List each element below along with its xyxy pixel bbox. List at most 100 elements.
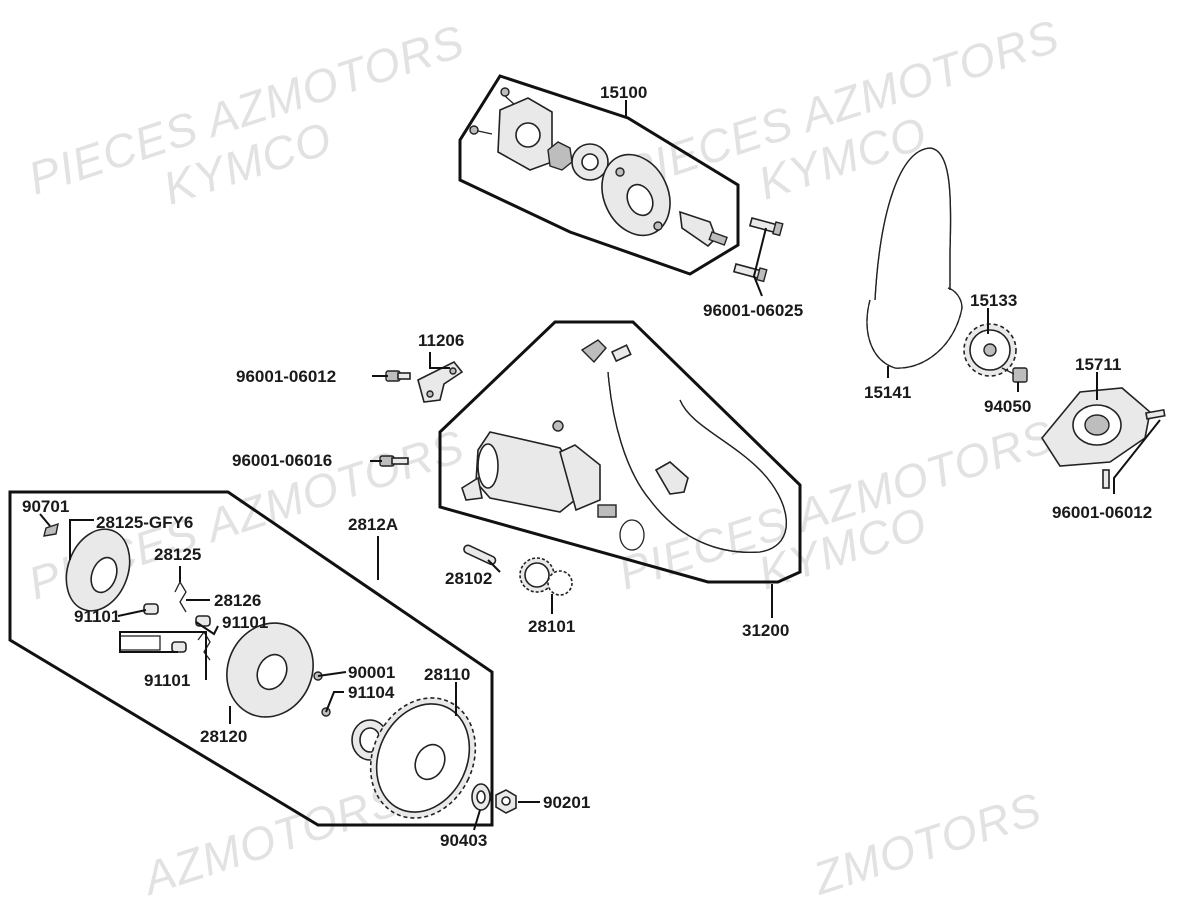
bolt-upper-head [772, 221, 784, 237]
washer-hole [476, 790, 486, 804]
leader-91101-b [195, 621, 219, 636]
label-11206: 11206 [418, 331, 464, 350]
cover-15711 [1041, 387, 1166, 489]
group-outline-31200 [438, 320, 802, 584]
label-91101-b: 91101 [222, 613, 268, 632]
bolts-96001-06025 [732, 217, 784, 283]
spring-set [119, 635, 161, 651]
starter-mount-ear [461, 476, 483, 501]
leader-28102 [487, 559, 501, 573]
label-15141: 15141 [864, 383, 911, 402]
label-28125-gfy6: 28125-GFY6 [96, 513, 193, 532]
starter-motor-31200 [461, 339, 787, 554]
starter-nose [559, 444, 601, 512]
one-way-clutch-bore [256, 653, 288, 691]
label-96001-06012-left: 96001-06012 [236, 367, 336, 386]
label-28101: 28101 [528, 617, 575, 636]
bolt-94050-shank [1001, 367, 1015, 375]
bolt-94050 [1001, 367, 1028, 383]
chain-lower-links [866, 287, 963, 369]
label-96001-06012-right: 96001-06012 [1052, 503, 1152, 522]
starter-clutch-2812a [43, 522, 477, 819]
roller-91101-c [171, 641, 187, 653]
leader-96001-06025 [752, 227, 767, 297]
cover-bolt-lower [1102, 469, 1110, 489]
watermark-azmotors-1: AZMOTORS [134, 772, 408, 900]
label-96001-06016: 96001-06016 [232, 451, 332, 470]
pump-body-bore [626, 183, 654, 217]
part-labels: 15100 96001-06025 15133 15711 15141 9405… [22, 83, 1152, 850]
label-91101-a: 91101 [74, 607, 120, 626]
cover-boss-center [1084, 414, 1110, 436]
bracket-hole [426, 390, 434, 398]
screw-96001-06012-left [385, 370, 411, 382]
cam-chain-15141 [866, 147, 963, 369]
chain-lower-run [866, 287, 963, 369]
cam-sprocket-15133 [963, 323, 1017, 377]
starter-driven-gear-bore [414, 743, 446, 781]
label-90001: 90001 [348, 663, 395, 682]
clutch-hub-boss [90, 556, 118, 594]
idle-shaft-28102 [463, 544, 497, 566]
terminal-lug [610, 344, 632, 363]
label-91101-c: 91101 [144, 671, 190, 690]
label-31200: 31200 [742, 621, 789, 640]
leader-96001-06012-right [1113, 419, 1161, 494]
label-28125: 28125 [154, 545, 201, 564]
label-28126: 28126 [214, 591, 261, 610]
terminal-boot [580, 339, 607, 364]
watermark-zmotors-1: ZMOTORS [806, 782, 1048, 900]
leader-90403 [473, 809, 481, 831]
pump-screw-shank-2 [477, 130, 493, 135]
pump-cover-boss [515, 122, 541, 148]
label-28120: 28120 [200, 727, 247, 746]
key-90701 [43, 522, 59, 537]
label-96001-06025: 96001-06025 [703, 301, 803, 320]
pump-screw-head-1 [500, 87, 510, 97]
screw-96001-06016 [379, 455, 409, 467]
idle-gear-large [524, 562, 550, 588]
bolt-94050-head [1012, 367, 1028, 383]
spring-28125 [174, 580, 187, 613]
cable-connector [654, 461, 689, 495]
bracket-hole-2 [449, 367, 457, 375]
label-15711: 15711 [1075, 355, 1121, 374]
label-94050: 94050 [984, 397, 1031, 416]
shaft-body [463, 544, 497, 566]
sprocket-hub [983, 343, 997, 357]
label-90201: 90201 [543, 793, 590, 812]
starter-shaft [597, 504, 617, 518]
label-28102: 28102 [445, 569, 492, 588]
screw-shank [391, 457, 409, 465]
washer-90403 [471, 783, 491, 811]
roller-91101-a [143, 603, 159, 615]
leader-11206 [429, 352, 450, 369]
label-2812a: 2812A [348, 515, 398, 534]
label-90701: 90701 [22, 497, 69, 516]
label-90403: 90403 [440, 831, 487, 850]
nut-hole [501, 796, 511, 806]
leader-90001 [317, 671, 347, 677]
pump-outer-rotor-hole [581, 153, 599, 171]
starter-cable-inner [607, 371, 787, 554]
pump-shaft [679, 210, 717, 248]
leader-90701 [39, 513, 51, 527]
pump-shaft-end [708, 231, 728, 246]
oil-pump-assembly-15100 [469, 87, 728, 248]
starter-bolt [552, 420, 564, 432]
pump-screw-head-2 [469, 125, 479, 135]
pump-body-hole-2 [653, 221, 663, 231]
label-15133: 15133 [970, 291, 1017, 310]
starter-o-ring [619, 519, 645, 551]
starter-endcap [477, 443, 499, 489]
leader-91104 [325, 691, 344, 713]
pump-body-hole-1 [615, 167, 625, 177]
screw-shank [397, 372, 411, 380]
leader-28125-gfy6 [69, 519, 94, 560]
group-outline-2812a [8, 490, 494, 827]
cover-bolt-upper [1145, 408, 1166, 420]
label-15100: 15100 [600, 83, 647, 102]
leader-91101-c [119, 631, 207, 680]
leader-lines [39, 100, 1161, 831]
